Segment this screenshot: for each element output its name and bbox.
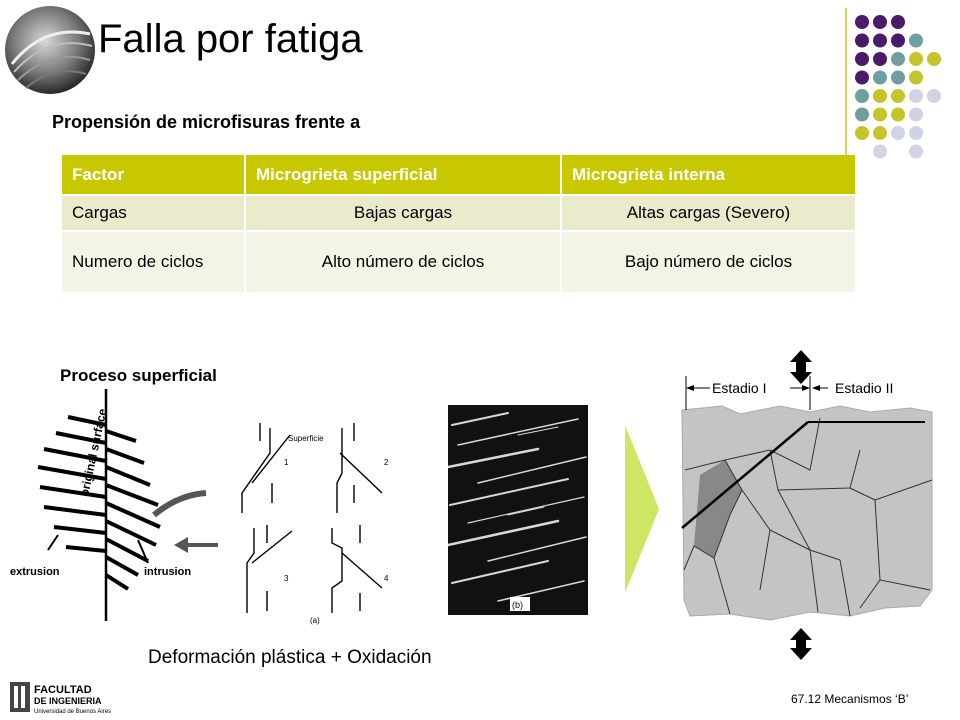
table-header-cell: Factor [62,155,246,195]
table-header-cell: Microgrieta superficial [245,155,562,195]
subtitle: Propensión de microfisuras frente a [52,112,361,132]
decorative-dot [873,107,887,122]
decorative-dot [909,70,923,85]
decorative-dot [909,107,923,122]
faculty-logo: FACULTAD DE INGENIERIA Universidad de Bu… [10,682,111,715]
superficie-label: Superficie [288,434,324,443]
decorative-dot [891,126,905,140]
decorative-dot [855,126,869,140]
decorative-dot [891,107,905,122]
decorative-dot [855,89,869,103]
crack-stages-diagram: Estadio I Estadio II [681,350,933,660]
decorative-dot [891,89,905,103]
table-cell: Numero de ciclos [62,230,246,292]
extrusion-label: extrusion [10,566,60,578]
load-arrow-icon [790,350,812,660]
stage-2-label: Estadio II [835,380,893,396]
table-cell: Altas cargas (Severo) [561,194,857,231]
panel-number: 1 [284,458,289,467]
decorative-dot [909,126,923,140]
stage-1-label: Estadio I [712,380,766,396]
decorative-dot [891,15,905,29]
logo-line-2: DE INGENIERIA [34,696,102,706]
table-row: Numero de ciclos Alto número de ciclos B… [62,230,857,292]
decorative-dot [909,33,923,48]
table-header-cell: Microgrieta interna [561,155,857,195]
decorative-dot [873,144,887,159]
decorative-dot [873,126,887,140]
table-cell: Bajo número de ciclos [561,230,857,292]
decorative-dot [855,52,869,66]
decorative-dot [891,33,905,48]
section-label: Proceso superficial [60,366,217,385]
table-row: Cargas Bajas cargas Altas cargas (Severo… [62,194,857,231]
figure-caption: Deformación plástica + Oxidación [148,647,432,668]
decorative-dot [873,70,887,85]
table-header-row: Factor Microgrieta superficial Microgrie… [62,155,857,195]
decorative-dot [927,52,941,66]
logo-line-1: FACULTAD [34,684,92,696]
decorative-dot [855,70,869,85]
slip-steps-diagram: Superficie 1 2 3 4 (a) [232,413,432,628]
decorative-dot [873,52,887,66]
decorative-dot [873,33,887,48]
decorative-dot [855,107,869,122]
table-cell: Alto número de ciclos [245,230,562,292]
micrograph-image: (b) [448,405,588,615]
footer-course-label: 67.12 Mecanismos ‘B’ [791,692,909,706]
decorative-dot [891,52,905,66]
decorative-dot [909,52,923,66]
extrusion-intrusion-diagram: original surface extrusion intrusion [10,389,218,621]
comparison-table: Factor Microgrieta superficial Microgrie… [62,155,857,292]
logo-line-3: Universidad de Buenos Aires [34,709,111,715]
decorative-dot [891,70,905,85]
table-cell: Cargas [62,194,246,231]
panel-number: 4 [384,574,389,583]
decorative-dot-grid [845,8,941,159]
panel-number: 3 [284,574,289,583]
decorative-dot [873,89,887,103]
panel-b-label: (b) [512,600,523,610]
panel-number: 2 [384,458,389,467]
decorative-dot [927,89,941,103]
intrusion-label: intrusion [144,566,191,578]
decorative-dot [855,33,869,48]
decorative-dot [855,15,869,29]
decorative-dot [873,15,887,29]
slide-title: Falla por fatiga [98,17,363,61]
decorative-dot [909,144,923,159]
table-cell: Bajas cargas [245,194,562,231]
process-arrow-icon [625,425,659,593]
panel-a-label: (a) [310,616,320,625]
fracture-photo [5,6,95,94]
decorative-dot [909,89,923,103]
